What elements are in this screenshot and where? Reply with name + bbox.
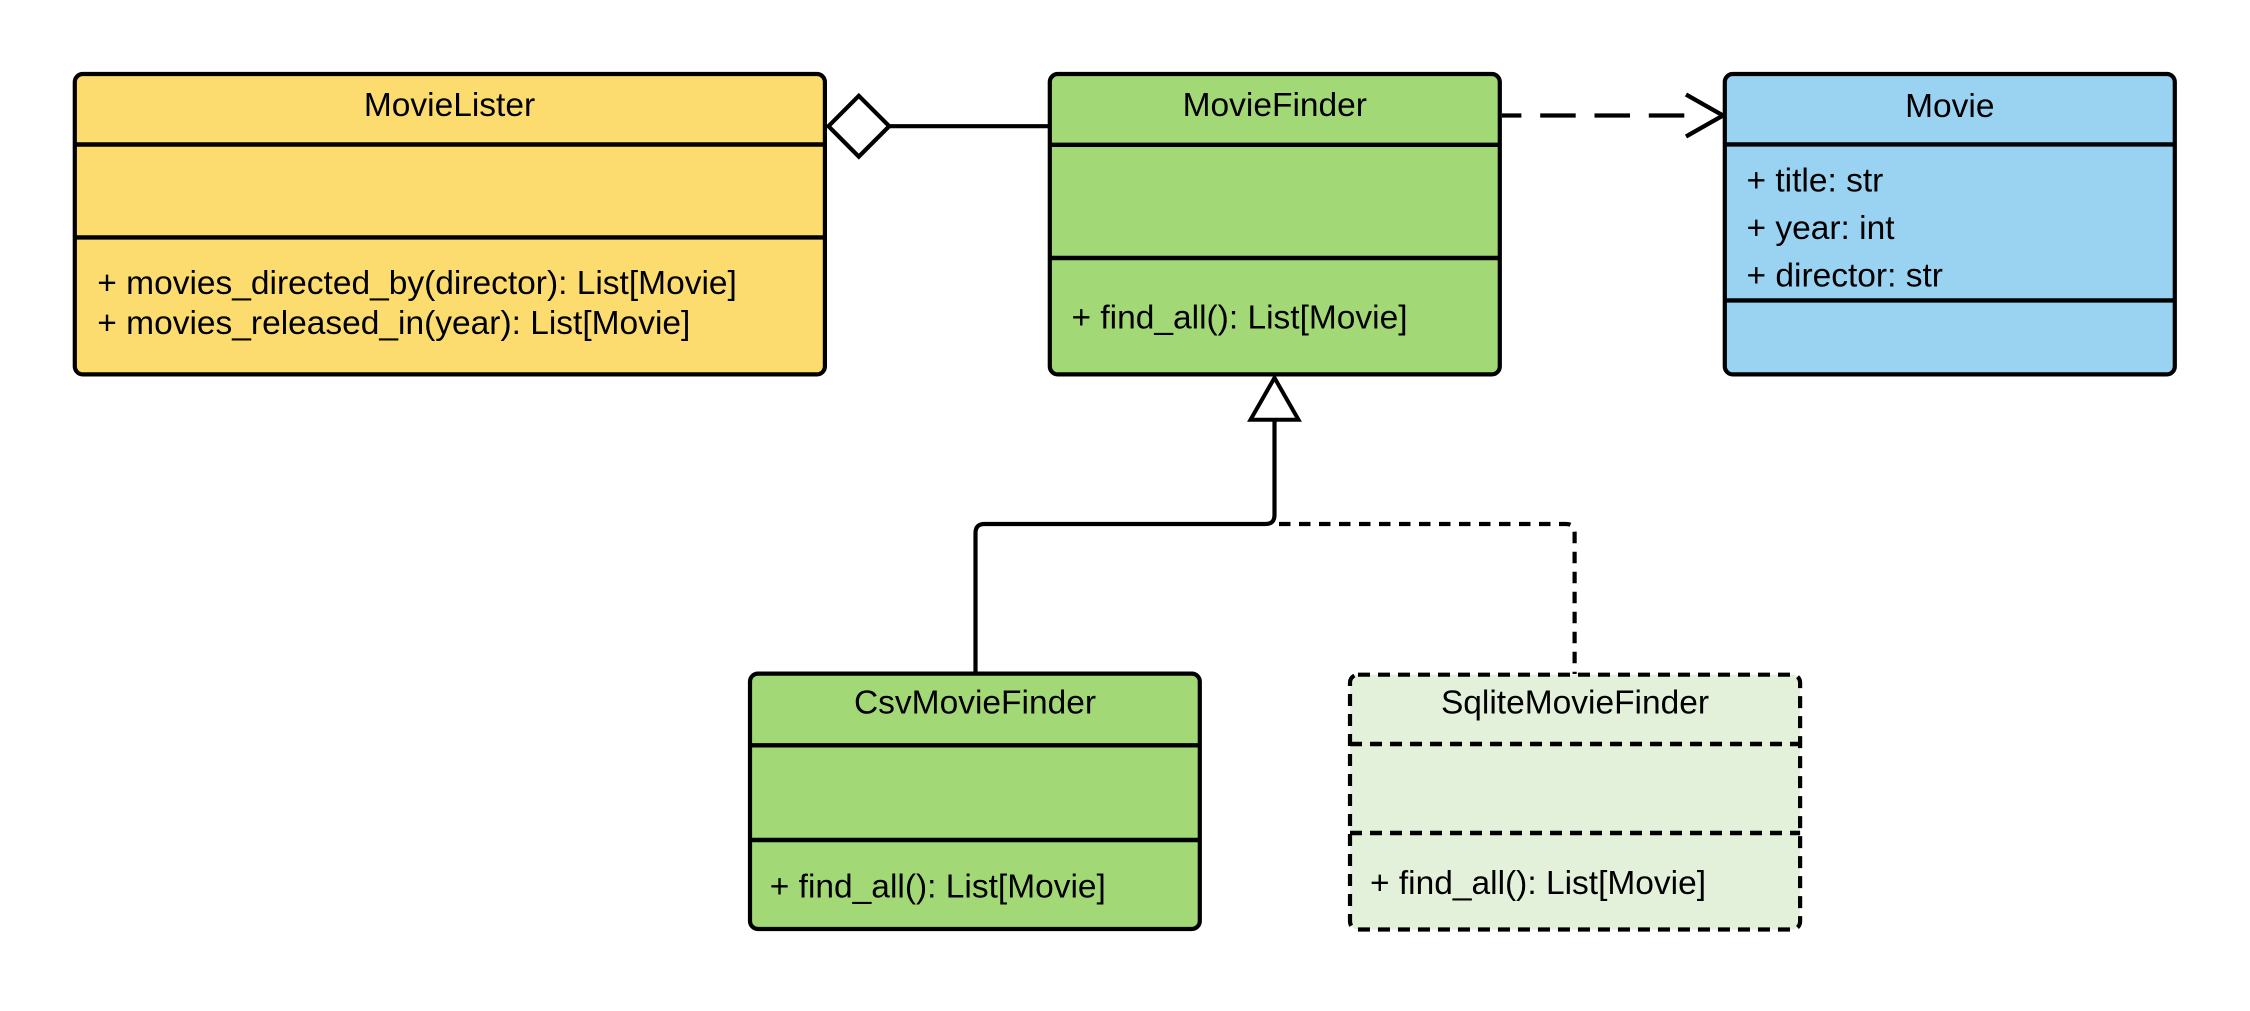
svg-text:+ find_all(): List[Movie]: + find_all(): List[Movie] (1072, 300, 1408, 337)
svg-text:+ movies_released_in(year): Li: + movies_released_in(year): List[Movie] (97, 305, 690, 342)
svg-text:+ title: str: + title: str (1747, 163, 1884, 200)
svg-text:+ year: int: + year: int (1747, 210, 1896, 247)
svg-text:Movie: Movie (1905, 88, 1994, 125)
svg-text:+ find_all(): List[Movie]: + find_all(): List[Movie] (1370, 865, 1706, 902)
svg-text:+ movies_directed_by(director): + movies_directed_by(director): List[Mov… (97, 265, 737, 302)
svg-text:SqliteMovieFinder: SqliteMovieFinder (1441, 685, 1709, 722)
svg-text:MovieLister: MovieLister (364, 87, 535, 124)
svg-text:+ director: str: + director: str (1747, 258, 1943, 295)
svg-text:CsvMovieFinder: CsvMovieFinder (854, 685, 1096, 722)
svg-text:+ find_all(): List[Movie]: + find_all(): List[Movie] (770, 869, 1106, 906)
svg-text:MovieFinder: MovieFinder (1183, 87, 1367, 124)
